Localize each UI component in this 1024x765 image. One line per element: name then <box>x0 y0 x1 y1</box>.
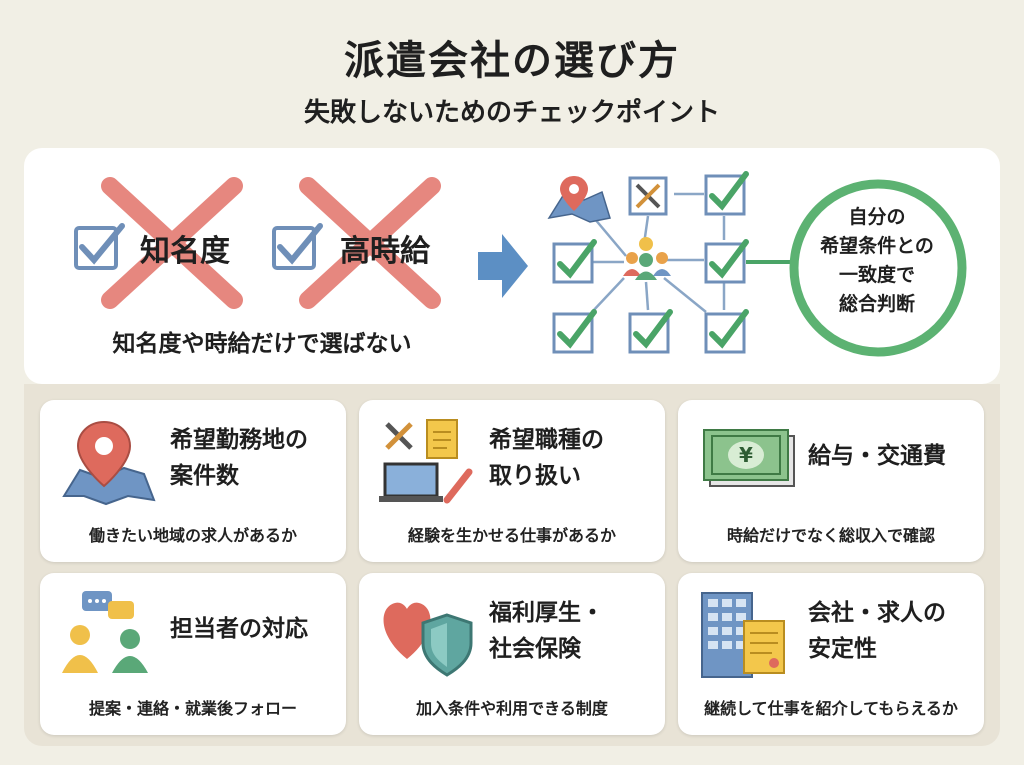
yen-banknote-icon: ¥ <box>703 429 795 487</box>
map-pin-icon <box>62 420 156 506</box>
card-title-line: 取り扱い <box>489 463 581 489</box>
summary-circle-text: 自分の 希望条件との 一致度で 総合判断 <box>792 203 962 319</box>
checkbox-icon <box>74 223 125 270</box>
checkpoint-card: 担当者の対応 提案・連絡・就業後フォロー <box>40 573 346 735</box>
top-panel: 知名度 高時給 知名度や時給だけで選ばない 自分の 希望条件との 一致度で 総合… <box>24 148 1000 384</box>
checkbox-icon <box>272 223 323 270</box>
cross-icon <box>101 177 243 309</box>
card-title-line: 社会保険 <box>489 636 581 662</box>
card-description: 働きたい地域の求人があるか <box>88 526 297 545</box>
card-title: 希望勤務地の 案件数 <box>170 422 340 494</box>
heart-shield-icon <box>383 602 473 677</box>
card-title-line: 担当者の対応 <box>170 616 308 642</box>
card-description: 提案・連絡・就業後フォロー <box>88 699 297 718</box>
top-illustration <box>74 171 967 357</box>
card-title: 福利厚生・ 社会保険 <box>489 595 659 667</box>
check-grid <box>552 171 749 354</box>
card-description: 加入条件や利用できる制度 <box>416 699 608 718</box>
crossed-item-label: 高時給 <box>340 234 430 269</box>
card-title-line: 希望勤務地の <box>170 427 308 453</box>
tools-icon <box>628 176 668 216</box>
card-title: 給与・交通費 <box>808 438 978 474</box>
card-title-line: 案件数 <box>170 463 239 489</box>
summary-line: 総合判断 <box>838 293 915 315</box>
summary-line: 自分の <box>848 206 906 228</box>
card-title-line: 福利厚生・ <box>489 600 604 626</box>
tools-laptop-icon <box>379 419 473 504</box>
checkpoint-card: ¥ 給与・交通費 時給だけでなく総収入で確認 <box>678 400 984 562</box>
card-description: 時給だけでなく総収入で確認 <box>726 526 935 545</box>
page-title: 派遣会社の選び方 <box>344 38 680 84</box>
people-group-icon <box>623 237 671 280</box>
people-chat-icon <box>62 591 148 673</box>
svg-text:¥: ¥ <box>739 443 753 467</box>
page-subtitle: 失敗しないためのチェックポイント <box>303 98 720 128</box>
checkpoint-card: 希望勤務地の 案件数 働きたい地域の求人があるか <box>40 400 346 562</box>
cross-icon <box>299 177 441 309</box>
card-title-line: 安定性 <box>808 636 877 662</box>
card-title: 担当者の対応 <box>170 611 340 647</box>
card-title-line: 希望職種の <box>489 427 604 453</box>
checkpoint-card: 会社・求人の 安定性 継続して仕事を紹介してもらえるか <box>678 573 984 735</box>
top-caption: 知名度や時給だけで選ばない <box>112 331 412 357</box>
card-title-line: 会社・求人の <box>808 600 946 626</box>
network-lines <box>586 192 792 313</box>
summary-line: 一致度で <box>838 264 915 286</box>
card-title: 会社・求人の 安定性 <box>808 595 978 667</box>
building-document-icon <box>701 592 785 678</box>
checkpoint-card: 希望職種の 取り扱い 経験を生かせる仕事があるか <box>359 400 665 562</box>
crossed-item-label: 知名度 <box>140 234 230 269</box>
card-title-line: 給与・交通費 <box>808 443 946 469</box>
summary-line: 希望条件との <box>820 235 934 257</box>
checkpoint-card: 福利厚生・ 社会保険 加入条件や利用できる制度 <box>359 573 665 735</box>
map-icon <box>547 176 611 223</box>
summary-circle <box>789 179 967 357</box>
card-title: 希望職種の 取り扱い <box>489 422 659 494</box>
card-description: 継続して仕事を紹介してもらえるか <box>704 699 958 718</box>
arrow-right-icon <box>478 234 528 298</box>
card-description: 経験を生かせる仕事があるか <box>407 526 616 545</box>
